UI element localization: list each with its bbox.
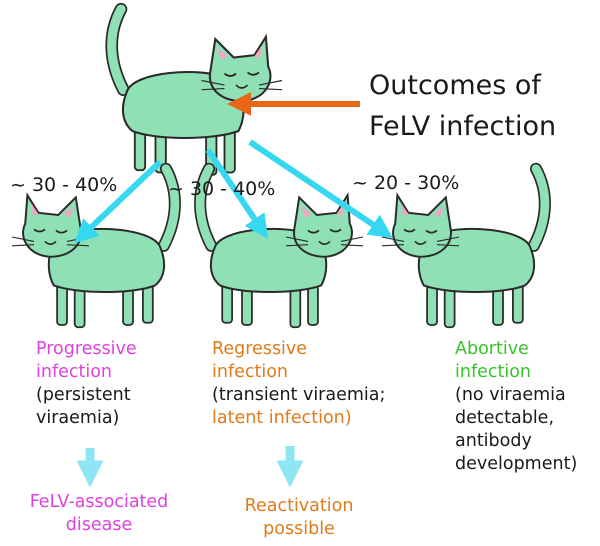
percentage-abortive: ~ 20 - 30% [352,172,460,194]
abortive-detail-4: development) [455,454,578,474]
progressive-title: Progressive [36,339,137,359]
arrow-to-regressive [205,148,269,239]
regressive-subtitle: infection [212,362,289,382]
diagram-title-line1: Outcomes of [369,70,541,101]
regressive-consequence-line1: Reactivation [244,496,354,516]
regressive-title: Regressive [212,339,308,359]
abortive-subtitle: infection [455,362,532,382]
abortive-detail-3: antibody [455,431,532,451]
arrow-to-abortive [248,139,393,239]
progressive-subtitle: infection [36,362,113,382]
outcome-progressive: Progressive infection (persistent viraem… [36,338,137,430]
progressive-detail-2: viraemia) [36,408,120,428]
percentage-regressive: ~ 30 - 40% [168,178,276,200]
progressive-detail-1: (persistent [36,385,131,405]
arrow-to-progressive [74,159,163,244]
diagram-title-line2: FeLV infection [369,111,557,142]
cat-top-illustration [112,9,282,175]
abortive-title: Abortive [455,339,529,359]
progressive-consequence: FeLV-associated disease [14,491,184,537]
regressive-consequence: Reactivation possible [224,495,374,541]
regressive-detail-2: latent infection) [212,408,352,428]
progressive-consequence-line1: FeLV-associated [29,492,169,512]
regressive-consequence-line2: possible [263,519,335,539]
percentage-progressive: ~ 30 - 40% [10,174,118,196]
progressive-consequence-line2: disease [65,515,133,535]
regressive-detail-1: (transient viraemia; [212,385,386,405]
abortive-detail-2: detectable, [455,408,555,428]
outcome-abortive: Abortive infection (no viraemia detectab… [455,338,577,476]
abortive-detail-1: (no viraemia [455,385,566,405]
outcome-regressive: Regressive infection (transient viraemia… [212,338,385,430]
